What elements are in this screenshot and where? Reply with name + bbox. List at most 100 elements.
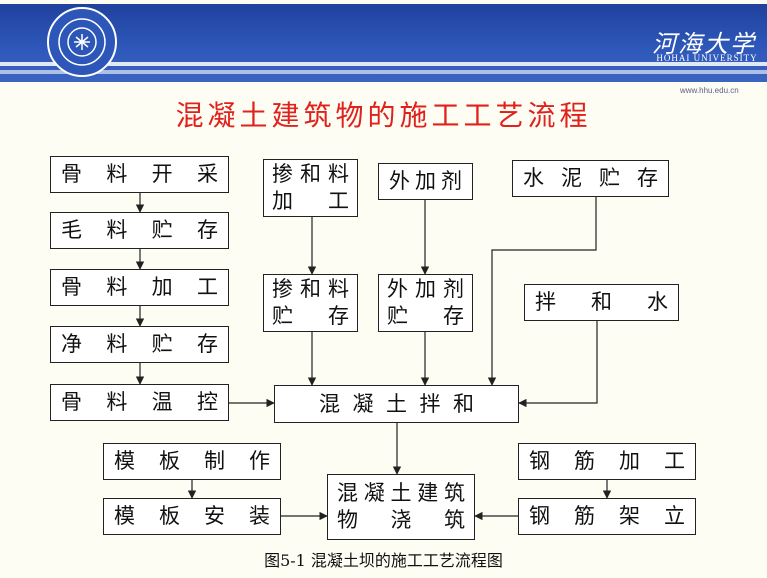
box-char: 贮: [387, 304, 408, 328]
box-char: 加: [415, 169, 436, 193]
box-char: 筋: [574, 504, 595, 528]
page-title: 混凝土建筑物的施工工艺流程: [175, 99, 592, 132]
box-char: 和: [300, 277, 321, 301]
box-line: 贮 存: [272, 303, 349, 330]
box-char: 筑: [444, 481, 465, 505]
box-char: 控: [196, 390, 218, 414]
university-logo-cn: 河海大学: [652, 30, 756, 58]
box-formwork-making: 模 板 制 作: [103, 443, 281, 480]
box-char: 架: [619, 504, 640, 528]
box-char: 板: [159, 504, 180, 528]
box-char: 净: [61, 332, 82, 356]
box-char: 模: [114, 504, 135, 528]
box-char: 和: [453, 391, 474, 416]
box-aggregate-quarry: 骨 料 开 采: [50, 156, 229, 193]
box-char: 掺: [272, 162, 293, 186]
box-char: 贮: [599, 166, 620, 190]
box-additive: 外 加 剂: [378, 163, 473, 200]
box-char: 毛: [61, 218, 82, 242]
box-cement-storage: 水 泥 贮 存: [512, 160, 669, 197]
box-char: 存: [443, 304, 464, 328]
box-char: 和: [300, 162, 321, 186]
university-url: www.hhu.edu.cn: [680, 86, 739, 95]
box-char: 存: [196, 218, 218, 242]
box-char: 制: [204, 449, 225, 473]
box-char: 立: [664, 504, 685, 528]
arrow: [518, 321, 598, 408]
box-char: 水: [647, 290, 668, 314]
box-char: 料: [106, 162, 128, 186]
box-additive-storage: 外 加 剂 贮 存: [378, 274, 473, 332]
box-char: 安: [204, 504, 225, 528]
box-raw-storage: 毛 料 贮 存: [50, 212, 229, 249]
box-char: 混: [337, 481, 358, 505]
box-line: 物 浇 筑: [337, 507, 465, 534]
box-char: 骨: [61, 162, 82, 186]
box-concrete-pouring: 混 凝 土 建 筑 物 浇 筑: [327, 474, 475, 540]
box-char: 凝: [363, 481, 385, 505]
box-char: 骨: [61, 275, 82, 299]
box-char: 钢: [529, 449, 550, 473]
box-char: 剂: [443, 277, 464, 301]
box-formwork-install: 模 板 安 装: [103, 498, 281, 535]
box-char: 掺: [272, 277, 293, 301]
box-char: 开: [151, 162, 173, 186]
box-line: 外 加 剂: [387, 276, 464, 303]
box-char: 加: [272, 189, 293, 213]
box-char: 作: [249, 449, 270, 473]
box-rebar-erection: 钢 筋 架 立: [518, 498, 696, 535]
box-char: 贮: [272, 304, 293, 328]
box-mixing-water: 拌 和 水: [524, 284, 679, 321]
box-clean-storage: 净 料 贮 存: [50, 326, 229, 363]
university-logo-en: HOHAI UNIVERSITY: [656, 53, 758, 63]
box-char: 温: [151, 390, 173, 414]
box-char: 加: [619, 449, 640, 473]
box-char: 和: [591, 290, 612, 314]
box-char: 拌: [535, 290, 556, 314]
box-char: 存: [328, 304, 349, 328]
university-emblem-icon: [47, 7, 117, 77]
box-char: 工: [664, 449, 685, 473]
box-char: 料: [106, 390, 128, 414]
box-line: 贮 存: [387, 303, 464, 330]
box-char: 筋: [574, 449, 595, 473]
banner-top-edge: [0, 0, 767, 4]
box-char: 贮: [151, 218, 173, 242]
box-line: 混 凝 土 建 筑: [337, 480, 465, 507]
box-char: 存: [196, 332, 218, 356]
box-char: 筑: [444, 508, 465, 532]
box-temperature-control: 骨 料 温 控: [50, 384, 229, 421]
box-char: 模: [114, 449, 135, 473]
box-concrete-mixing: 混 凝 土 拌 和: [274, 385, 519, 423]
box-line: 掺 和 料: [272, 161, 349, 188]
box-char: 加: [151, 275, 173, 299]
box-char: 料: [106, 332, 128, 356]
box-char: 工: [328, 189, 349, 213]
box-char: 浇: [390, 508, 412, 532]
box-char: 采: [196, 162, 218, 186]
banner-stripe: [0, 70, 767, 74]
box-char: 水: [523, 166, 544, 190]
box-rebar-processing: 钢 筋 加 工: [518, 443, 696, 480]
box-aggregate-processing: 骨 料 加 工: [50, 269, 229, 306]
box-char: 泥: [561, 166, 582, 190]
box-admixture-processing: 掺 和 料 加 工: [263, 159, 358, 217]
box-line: 加 工: [272, 188, 349, 215]
box-char: 料: [106, 275, 128, 299]
box-char: 拌: [419, 391, 441, 416]
figure-caption: 图5-1 混凝土坝的施工工艺流程图: [264, 551, 503, 570]
box-char: 骨: [61, 390, 82, 414]
box-char: 混: [319, 391, 340, 416]
box-char: 剂: [441, 169, 462, 193]
box-char: 土: [386, 391, 407, 416]
box-admixture-storage: 掺 和 料 贮 存: [263, 274, 358, 332]
box-char: 外: [387, 277, 408, 301]
box-char: 料: [106, 218, 128, 242]
banner-stripe: [0, 62, 767, 66]
box-char: 存: [637, 166, 658, 190]
box-char: 建: [417, 481, 439, 505]
box-char: 钢: [529, 504, 550, 528]
header-banner: 河海大学 HOHAI UNIVERSITY: [0, 0, 767, 82]
box-char: 工: [196, 275, 218, 299]
box-char: 加: [415, 277, 436, 301]
